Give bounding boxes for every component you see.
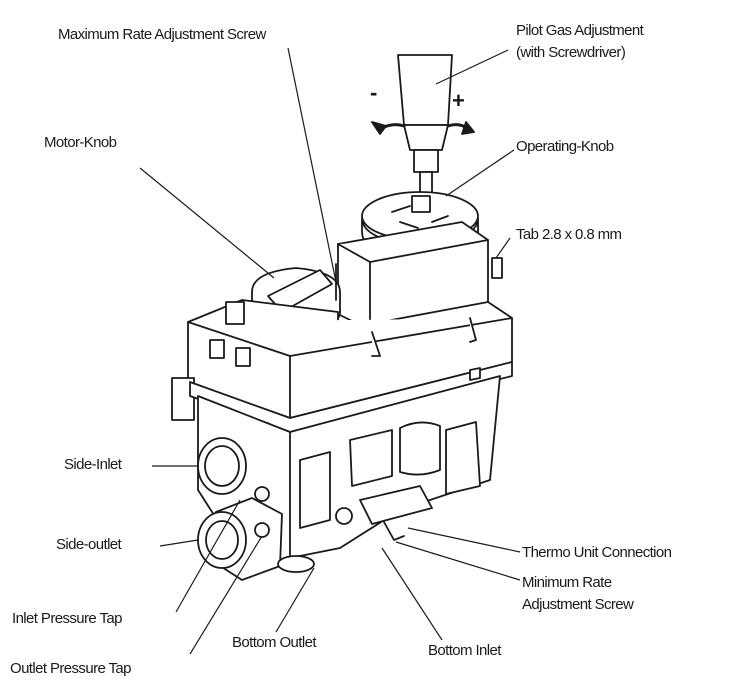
leader-lines (139, 47, 521, 655)
label-bottom-inlet: Bottom Inlet (428, 642, 501, 659)
leader-thermo (407, 527, 521, 553)
bottom-outlet-port (277, 555, 315, 573)
label-max-rate-screw: Maximum Rate Adjustment Screw (58, 26, 266, 43)
plus-sign: + (452, 88, 465, 113)
leader-min-rate (395, 541, 521, 581)
leader-motor-knob (139, 167, 275, 279)
label-side-outlet: Side-outlet (56, 536, 122, 553)
label-pilot-gas-line2: (with Screwdriver) (516, 44, 626, 61)
label-inlet-pressure-tap: Inlet Pressure Tap (12, 610, 122, 627)
valve-upper-body (171, 299, 513, 421)
label-pilot-gas-line1: Pilot Gas Adjustment (516, 22, 644, 39)
leader-bottom-inlet (381, 547, 443, 641)
label-min-rate-line2: Adjustment Screw (522, 596, 634, 613)
label-thermo-unit: Thermo Unit Connection (522, 544, 672, 561)
tab-connector (491, 257, 503, 279)
label-operating-knob: Operating-Knob (516, 138, 614, 155)
leader-outlet-tap (189, 535, 263, 655)
label-tab: Tab 2.8 x 0.8 mm (516, 226, 622, 243)
leader-inlet-tap (175, 499, 241, 613)
label-bottom-outlet: Bottom Outlet (232, 634, 317, 651)
label-side-inlet: Side-Inlet (64, 456, 122, 473)
leader-operating-knob (445, 149, 515, 197)
leader-pilot-gas (435, 49, 509, 85)
screwdriver (397, 54, 453, 211)
leader-tab (495, 237, 511, 259)
side-outlet-port (197, 486, 283, 581)
side-inlet-port (197, 437, 247, 495)
leader-side-outlet (159, 539, 199, 547)
minus-sign: - (370, 80, 377, 105)
leader-max-rate (287, 47, 337, 283)
label-min-rate-line1: Minimum Rate (522, 574, 612, 591)
label-outlet-pressure-tap: Outlet Pressure Tap (10, 660, 131, 677)
rotation-arrows-icon (371, 121, 475, 135)
knob-housing (337, 221, 489, 331)
label-motor-knob: Motor-Knob (44, 134, 117, 151)
leader-bottom-outlet (275, 567, 315, 633)
